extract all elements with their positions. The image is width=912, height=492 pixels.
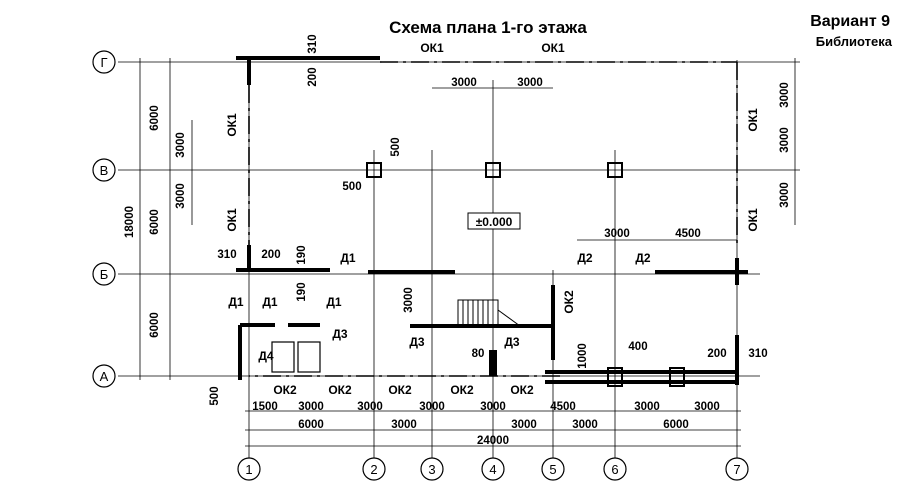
building-type-label: Библиотека	[816, 34, 893, 49]
axis-label-5: 5	[549, 462, 556, 477]
ok2-label: ОК2	[510, 383, 534, 397]
dim-left: 6000	[149, 209, 161, 235]
dim-310: 310	[307, 34, 319, 53]
dim-left-inner: 3000	[175, 183, 187, 209]
d1-label: Д1	[262, 295, 278, 309]
dim-overall: 24000	[477, 435, 509, 447]
columns	[366, 162, 685, 387]
axis-markers-horizontal	[237, 457, 749, 481]
dim-310: 310	[217, 249, 236, 261]
axis-label-6: 6	[611, 462, 618, 477]
axis-label-7: 7	[733, 462, 740, 477]
dim-right: 3000	[779, 82, 791, 108]
ok2-label: ОК2	[273, 383, 297, 397]
ok2-label: ОК2	[562, 290, 576, 314]
dim-bottom-2: 6000	[663, 419, 689, 431]
ok1-label: ОК1	[225, 113, 239, 137]
dim-bottom-1: 3000	[634, 401, 660, 413]
d1-label: Д1	[228, 295, 244, 309]
ok1-label: ОК1	[420, 41, 444, 55]
dim-bottom-2: 3000	[572, 419, 598, 431]
dim-top-inner: 3000	[451, 77, 477, 89]
axis-markers-vertical	[92, 50, 116, 388]
dim-bottom-1: 3000	[694, 401, 720, 413]
dim-bottom-1: 3000	[298, 401, 324, 413]
level-mark: ±0.000	[476, 215, 513, 229]
dim-right: 3000	[779, 127, 791, 153]
dim-bottom-2: 3000	[511, 419, 537, 431]
dim-200: 200	[307, 67, 319, 86]
d1-label: Д1	[326, 295, 342, 309]
ok1-label: ОК1	[541, 41, 565, 55]
axis-label-2: 2	[370, 462, 377, 477]
d3-label: Д3	[504, 335, 520, 349]
vertical-grid-lines	[248, 60, 738, 460]
d2-label: Д2	[577, 251, 593, 265]
d4-label: Д4	[258, 349, 274, 363]
ok1-label: ОК1	[746, 108, 760, 132]
dim-190: 190	[296, 282, 308, 301]
dim-mid-right: 3000	[604, 228, 630, 240]
axis-label-4: 4	[489, 462, 496, 477]
axis-label-a: А	[100, 369, 109, 384]
ok1-label: ОК1	[746, 208, 760, 232]
dim-bottom-1: 3000	[419, 401, 445, 413]
variant-label: Вариант 9	[810, 13, 890, 30]
dim-left-inner: 3000	[175, 132, 187, 158]
ok2-label: ОК2	[388, 383, 412, 397]
axis-label-1: 1	[245, 462, 252, 477]
dim-1000: 1000	[577, 343, 589, 369]
perimeter-dashed	[248, 61, 738, 377]
dim-bottom-1: 3000	[357, 401, 383, 413]
axis-label-3: 3	[428, 462, 435, 477]
dim-top-inner: 3000	[517, 77, 543, 89]
dimension-lines	[139, 58, 796, 447]
walls	[236, 56, 748, 385]
horizontal-grid-lines	[118, 61, 800, 377]
dim-500: 500	[390, 137, 402, 156]
stair	[457, 299, 521, 327]
dim-left: 6000	[149, 105, 161, 131]
d1-label: Д1	[340, 251, 356, 265]
ok2-label: ОК2	[328, 383, 352, 397]
dim-mid-right: 4500	[675, 228, 701, 240]
d3-label: Д3	[332, 327, 348, 341]
d2-label: Д2	[635, 251, 651, 265]
dim-310: 310	[748, 348, 767, 360]
dim-bottom-2: 6000	[298, 419, 324, 431]
dim-left: 6000	[149, 312, 161, 338]
dim-200: 200	[707, 348, 726, 360]
axis-label-b: Б	[100, 267, 109, 282]
dim-right: 3000	[779, 182, 791, 208]
dim-bottom-2: 3000	[391, 419, 417, 431]
dim-bottom-1: 4500	[550, 401, 576, 413]
dim-500: 500	[209, 386, 221, 405]
dim-left-overall: 18000	[124, 206, 136, 238]
dim-80: 80	[472, 348, 485, 360]
dim-bottom-1: 1500	[252, 401, 278, 413]
dim-500: 500	[342, 181, 361, 193]
axis-label-v: В	[100, 163, 109, 178]
dim-400: 400	[628, 341, 647, 353]
dim-190: 190	[296, 245, 308, 264]
dim-200: 200	[261, 249, 280, 261]
dim-stair-3000: 3000	[403, 287, 415, 313]
ok2-label: ОК2	[450, 383, 474, 397]
dim-bottom-1: 3000	[480, 401, 506, 413]
plan-title: Схема плана 1-го этажа	[389, 18, 587, 37]
d3-label: Д3	[409, 335, 425, 349]
ok1-label: ОК1	[225, 208, 239, 232]
axis-label-g: Г	[100, 55, 107, 70]
